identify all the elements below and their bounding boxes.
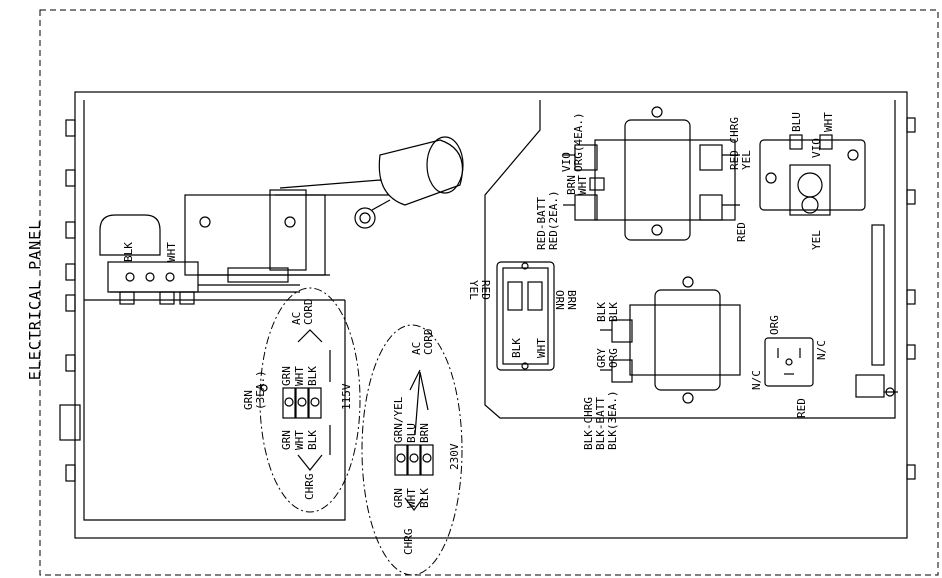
plug-230-top-0: GRN (392, 488, 405, 508)
label-wht: WHT (165, 242, 178, 262)
plug-115-chrg: CHRG (303, 474, 316, 501)
receptacle (764, 337, 814, 387)
plug-115-outline (259, 287, 361, 513)
relay-top-left-mid-1: WHT (576, 175, 589, 195)
relay-bottom-top-left-0: GRY (595, 348, 608, 368)
plug-115-top-0: GRN (280, 430, 293, 450)
plug-230-block (394, 369, 434, 511)
terminal-top-1: RED (479, 280, 492, 300)
terminal-bot-1: WHT (535, 338, 548, 358)
plug-115-ac-cord: ACCORD (290, 299, 315, 326)
handle-mount (184, 174, 400, 283)
plug-230-mid-1: BLU (405, 423, 418, 443)
plug-115-ground: GRN(3EA.) (242, 370, 267, 410)
relay-top-left-top-0: VIO (560, 152, 573, 172)
label-blk: BLK (122, 242, 135, 262)
relay-bottom-bot-1: BLK-BATT (594, 397, 607, 450)
plug-115-block (282, 329, 331, 471)
terminal-top-0: YEL (467, 280, 480, 300)
main-panel (74, 91, 908, 539)
left-inner-plate (83, 100, 346, 521)
relay-top-right-top-0: RED-CHRG (728, 117, 741, 170)
relay-top (563, 106, 740, 241)
relay-top-left-top-1: ORG(4EA.) (572, 112, 585, 172)
relay-bottom-top-right-1: BLK (607, 302, 620, 322)
relay-top-right-top-1: YEL (740, 150, 753, 170)
outer-dashed-border (39, 9, 939, 576)
switch-top-2: WHT (822, 112, 835, 132)
right-edge-tabs (855, 117, 916, 480)
right-sub-panel (484, 100, 896, 419)
relay-bottom-top-right-0: BLK (595, 302, 608, 322)
terminal-block (496, 261, 555, 371)
terminal-mid-0: ORN (553, 290, 566, 310)
plug-230-top-1: GRN/YEL (392, 396, 405, 443)
relay-top-left-bot-1: RED(2EA.) (547, 190, 560, 250)
switch-top-0: BLU (790, 112, 803, 132)
relay-top-left-mid-0: BRN (565, 175, 578, 195)
relay-top-right-bot: RED (735, 222, 748, 242)
terminal-bot-0: BLK (510, 338, 523, 358)
receptacle-bottom: RED (795, 398, 808, 418)
receptacle-right: N/C (815, 340, 828, 360)
plug-230-chrg: CHRG (402, 529, 415, 556)
switch (759, 134, 866, 216)
plug-230-bot-1: BRN (418, 423, 431, 443)
ground-point (260, 384, 268, 392)
plug-230-outline (361, 324, 463, 576)
receptacle-top: ORG (768, 315, 781, 335)
plug-115-bot-0: BLK (306, 430, 319, 450)
receptacle-left: N/C (750, 370, 763, 390)
plug-230-mid-0: WHT (405, 488, 418, 508)
plug-115-mid-0: WHT (293, 430, 306, 450)
plug-230-bot-0: BLK (418, 488, 431, 508)
plug-115-mid-1: WHT (293, 366, 306, 386)
plug-115-voltage: 115V (340, 383, 353, 410)
plug-115-top-1: GRN (280, 366, 293, 386)
relay-bottom-top-left-1: ORG (607, 348, 620, 368)
relay-bottom-bot-0: BLK-CHRG (582, 397, 595, 450)
terminal-mid-1: BRN (565, 290, 578, 310)
bracket-left (99, 214, 161, 256)
relay-bottom (600, 276, 741, 404)
relay-bottom-bot-2: BLK(3EA.) (606, 390, 619, 450)
switch-bottom: YEL (810, 230, 823, 250)
switch-top-1: VIO (810, 138, 823, 158)
relay-top-left-bot-0: RED-BATT (535, 197, 548, 250)
left-edge-tabs (59, 119, 81, 482)
plug-230-voltage: 230V (448, 443, 461, 470)
handle-terminal-bar (107, 261, 330, 305)
panel-title: ELECTRICAL PANEL (26, 220, 44, 381)
handle-cylinder (354, 136, 464, 229)
plug-115-bot-1: BLK (306, 366, 319, 386)
plug-230-ac-cord: ACCORD (410, 329, 435, 356)
